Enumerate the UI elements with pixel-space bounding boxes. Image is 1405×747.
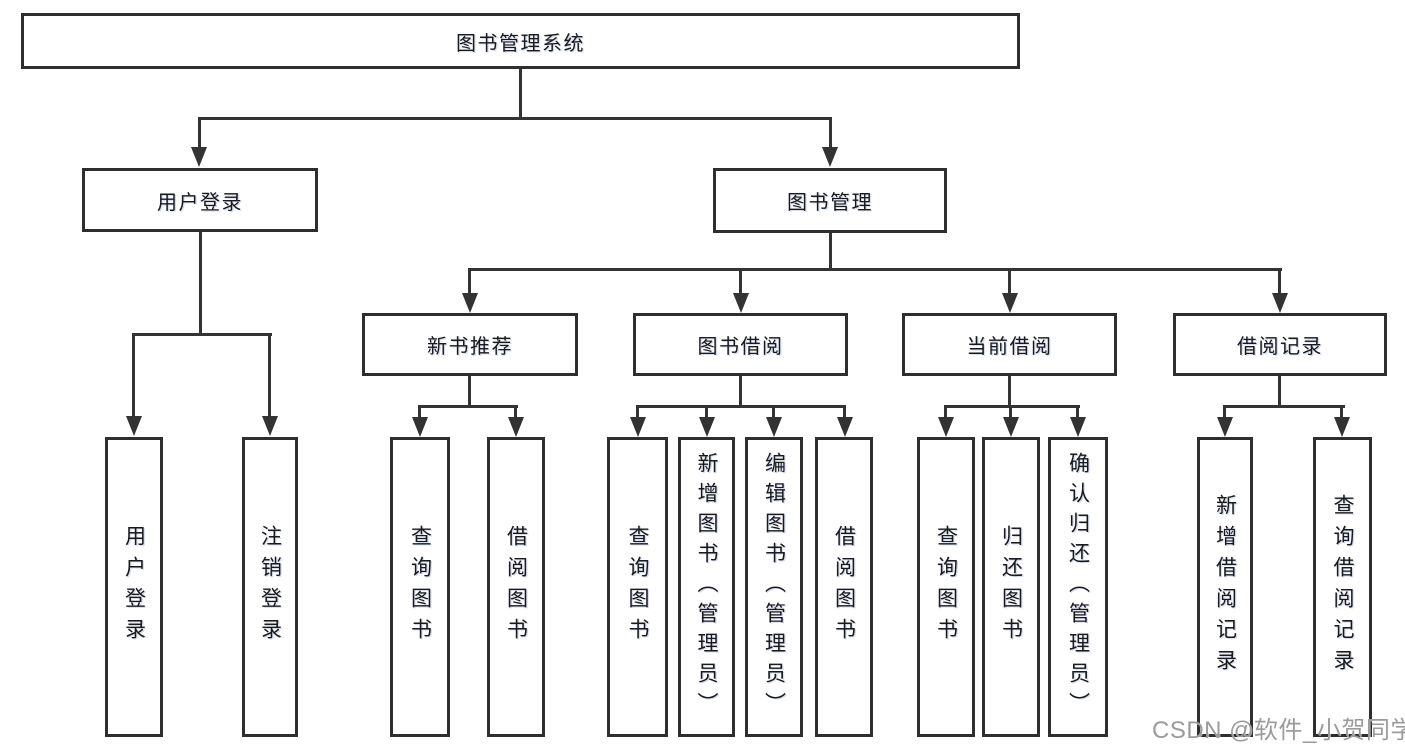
connector-line xyxy=(514,405,517,418)
leaf-label: 新增图书（管理员） xyxy=(695,452,718,722)
leaf-user-login: 用户登录 xyxy=(105,437,163,737)
leaf-label: 确认归还（管理员） xyxy=(1066,452,1090,722)
node-borrowing-records: 借阅记录 xyxy=(1173,313,1387,376)
connector-line xyxy=(739,375,742,408)
leaf-add-borrow-record: 新增借阅记录 xyxy=(1197,437,1253,737)
leaf-label: 查询图书 xyxy=(626,525,649,649)
connector-line xyxy=(944,405,947,418)
leaf-edit-books-admin: 编辑图书（管理员） xyxy=(745,437,803,737)
leaf-return-books: 归还图书 xyxy=(982,437,1040,737)
connector-line xyxy=(636,405,639,418)
connector-line xyxy=(944,405,1080,408)
arrow-down-icon xyxy=(822,147,838,167)
leaf-label: 用户登录 xyxy=(122,525,146,649)
connector-line xyxy=(1278,375,1281,408)
arrow-down-icon xyxy=(462,293,478,313)
leaf-confirm-return-admin: 确认归还（管理员） xyxy=(1048,437,1108,737)
arrow-down-icon xyxy=(1070,417,1086,437)
leaf-label: 归还图书 xyxy=(999,525,1023,649)
arrow-down-icon xyxy=(412,417,428,437)
connector-line xyxy=(829,117,832,147)
leaf-label: 新增借阅记录 xyxy=(1213,494,1237,680)
node-book-borrowing: 图书借阅 xyxy=(633,313,848,376)
connector-line xyxy=(132,333,135,416)
node-current-borrowing: 当前借阅 xyxy=(902,313,1117,376)
arrow-down-icon xyxy=(699,417,715,437)
connector-line xyxy=(1223,405,1226,418)
arrow-down-icon xyxy=(1002,293,1018,313)
leaf-label: 查询借阅记录 xyxy=(1331,494,1354,680)
connector-line xyxy=(519,68,522,120)
leaf-query-books-current: 查询图书 xyxy=(917,437,975,737)
connector-line xyxy=(268,333,271,416)
connector-line xyxy=(132,333,272,336)
arrow-down-icon xyxy=(766,417,782,437)
arrow-down-icon xyxy=(1272,293,1288,313)
leaf-logout-login: 注销登录 xyxy=(242,437,298,737)
connector-line xyxy=(1278,268,1281,293)
connector-line xyxy=(1223,405,1345,408)
connector-line xyxy=(739,268,742,293)
arrow-down-icon xyxy=(837,417,853,437)
connector-line xyxy=(1076,405,1079,418)
arrow-down-icon xyxy=(1003,417,1019,437)
leaf-query-books-recommend: 查询图书 xyxy=(390,437,450,737)
connector-line xyxy=(705,405,708,418)
connector-line xyxy=(468,268,471,293)
arrow-down-icon xyxy=(938,417,954,437)
connector-line xyxy=(198,117,201,147)
connector-line xyxy=(772,405,775,418)
connector-line xyxy=(199,231,202,336)
arrow-down-icon xyxy=(262,416,278,436)
arrow-down-icon xyxy=(733,293,749,313)
connector-line xyxy=(198,117,832,120)
leaf-label: 查询图书 xyxy=(408,525,432,649)
leaf-borrow-books-recommend: 借阅图书 xyxy=(487,437,545,737)
arrow-down-icon xyxy=(508,417,524,437)
connector-line xyxy=(829,232,832,271)
leaf-label: 借阅图书 xyxy=(832,525,856,649)
leaf-label: 编辑图书（管理员） xyxy=(762,452,786,722)
arrow-down-icon xyxy=(191,147,207,167)
connector-line xyxy=(418,405,421,418)
node-book-management: 图书管理 xyxy=(713,168,947,233)
leaf-query-borrow-record: 查询借阅记录 xyxy=(1313,437,1372,737)
arrow-down-icon xyxy=(1334,417,1350,437)
watermark: CSDN @软件_小贺同学 xyxy=(1152,717,1405,744)
connector-line xyxy=(468,268,1282,271)
node-new-book-recommendation: 新书推荐 xyxy=(362,313,578,376)
leaf-label: 借阅图书 xyxy=(504,525,528,649)
connector-line xyxy=(418,405,518,408)
connector-line xyxy=(1008,268,1011,293)
arrow-down-icon xyxy=(1217,417,1233,437)
node-library-management-system: 图书管理系统 xyxy=(21,13,1020,69)
arrow-down-icon xyxy=(126,416,142,436)
connector-line xyxy=(636,405,846,408)
leaf-label: 注销登录 xyxy=(258,525,282,649)
connector-line xyxy=(468,375,471,408)
connector-line xyxy=(1008,375,1011,408)
connector-line xyxy=(1340,405,1343,418)
leaf-borrow-books-borrowing: 借阅图书 xyxy=(815,437,873,737)
leaf-query-books-borrowing: 查询图书 xyxy=(607,437,668,737)
connector-line xyxy=(843,405,846,418)
arrow-down-icon xyxy=(630,417,646,437)
connector-line xyxy=(1009,405,1012,418)
node-user-login: 用户登录 xyxy=(82,168,318,232)
leaf-label: 查询图书 xyxy=(934,525,958,649)
leaf-add-books-admin: 新增图书（管理员） xyxy=(678,437,735,737)
